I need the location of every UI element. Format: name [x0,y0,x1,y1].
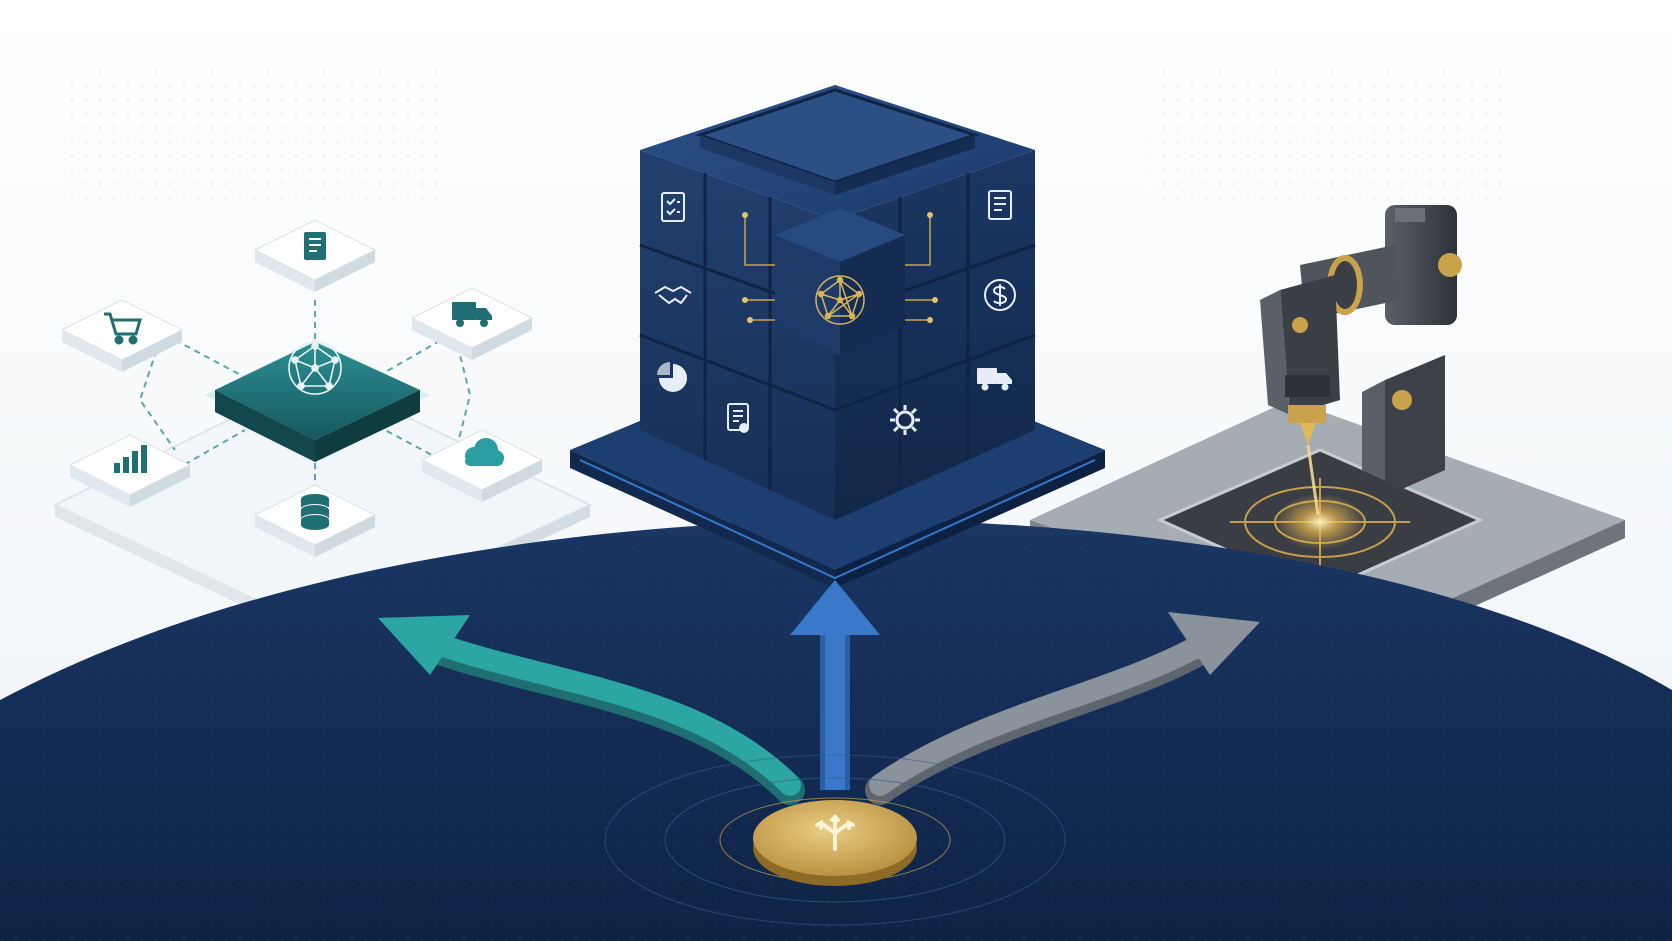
dot-texture-left [60,60,440,200]
network-icon [815,275,865,325]
dollar-icon [984,279,1016,311]
handshake-icon [654,285,692,305]
robot-arm [1260,205,1462,516]
teal-hub [205,340,430,462]
teal-path [378,615,805,805]
blue-path [790,580,880,790]
tile-cart [60,299,184,372]
origin-coin [604,754,1066,926]
branch-split-icon [815,814,855,851]
center-cube [570,85,1105,588]
dot-texture-right [1150,60,1510,200]
laser-icon [1300,423,1320,516]
certificate-icon [727,403,749,433]
gear-icon [890,405,920,435]
tile-bar-chart [68,434,192,507]
database-icon [301,494,329,530]
document-icon [988,190,1012,220]
tile-document [253,219,377,292]
network-icon [288,341,342,395]
tile-truck [410,287,534,360]
cart-icon [104,312,142,345]
document-icon [304,232,326,260]
truck-icon [977,368,1012,391]
pie-chart-icon [657,362,687,392]
bar-chart-icon [114,445,147,473]
tile-database [253,484,377,557]
laser-glow [1275,494,1365,550]
tile-cloud [420,429,544,502]
cloud-icon [465,438,504,466]
checklist-icon [661,192,685,222]
gray-path [865,612,1260,805]
truck-icon [452,302,492,327]
